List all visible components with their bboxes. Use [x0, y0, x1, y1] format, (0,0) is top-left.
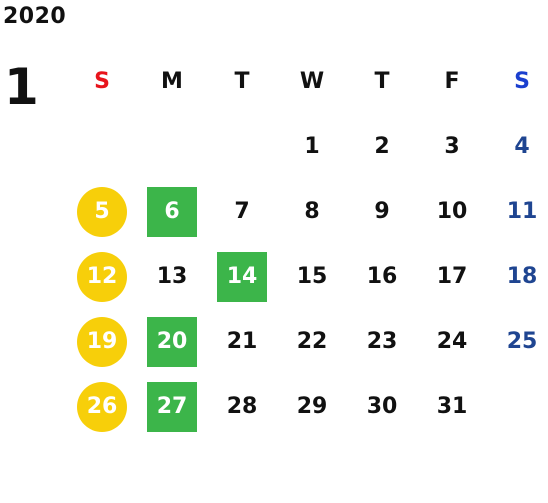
weekday-header: T — [234, 69, 250, 94]
day-number: 22 — [296, 329, 328, 354]
year-label: 2020 — [3, 4, 67, 29]
day-cell: 24 — [417, 309, 487, 374]
highlighted-day: 6 — [147, 186, 197, 237]
circled-day: 12 — [77, 251, 127, 302]
day-cell: 2 — [347, 114, 417, 179]
day-cell: 27 — [137, 374, 207, 439]
day-cell: 30 — [347, 374, 417, 439]
day-number: 7 — [234, 199, 250, 224]
day-cell: 23 — [347, 309, 417, 374]
day-number: 30 — [366, 394, 398, 419]
day-number: 16 — [366, 264, 398, 289]
day-cell: 31 — [417, 374, 487, 439]
empty-day-cell — [487, 374, 548, 439]
weekday-header: F — [444, 69, 460, 94]
day-cell: 15 — [277, 244, 347, 309]
day-number: 10 — [436, 199, 468, 224]
day-number: 11 — [506, 199, 538, 224]
day-number: 21 — [226, 329, 258, 354]
day-number: 13 — [156, 264, 188, 289]
day-cell: 11 — [487, 179, 548, 244]
empty-day-cell — [67, 114, 137, 179]
day-cell: 20 — [137, 309, 207, 374]
day-number: 28 — [226, 394, 258, 419]
day-cell: 17 — [417, 244, 487, 309]
day-cell: 29 — [277, 374, 347, 439]
day-number: 15 — [296, 264, 328, 289]
day-number: 9 — [374, 199, 390, 224]
day-cell: 22 — [277, 309, 347, 374]
day-number: 3 — [444, 134, 460, 159]
weekday-header: W — [299, 69, 325, 94]
day-cell: 28 — [207, 374, 277, 439]
day-cell: 19 — [67, 309, 137, 374]
day-cell: 8 — [277, 179, 347, 244]
day-number: 25 — [506, 329, 538, 354]
day-number: 29 — [296, 394, 328, 419]
day-cell: 12 — [67, 244, 137, 309]
circled-day: 19 — [77, 316, 127, 367]
day-cell: 6 — [137, 179, 207, 244]
day-number: 18 — [506, 264, 538, 289]
day-cell: 14 — [207, 244, 277, 309]
day-cell: 5 — [67, 179, 137, 244]
highlighted-day: 20 — [147, 316, 197, 367]
weekday-header: M — [161, 69, 183, 94]
day-cell: 4 — [487, 114, 548, 179]
day-cell: 16 — [347, 244, 417, 309]
highlighted-day: 27 — [147, 381, 197, 432]
day-cell: 3 — [417, 114, 487, 179]
weekday-header: S — [94, 69, 110, 94]
day-cell: 26 — [67, 374, 137, 439]
circled-day: 5 — [77, 186, 127, 237]
day-cell: 7 — [207, 179, 277, 244]
day-number: 1 — [304, 134, 320, 159]
circled-day: 26 — [77, 381, 127, 432]
day-number: 2 — [374, 134, 390, 159]
day-number: 23 — [366, 329, 398, 354]
day-cell: 18 — [487, 244, 548, 309]
day-number: 24 — [436, 329, 468, 354]
day-cell: 9 — [347, 179, 417, 244]
day-number: 31 — [436, 394, 468, 419]
day-number: 17 — [436, 264, 468, 289]
empty-day-cell — [137, 114, 207, 179]
day-cell: 25 — [487, 309, 548, 374]
weekday-header: T — [374, 69, 390, 94]
empty-day-cell — [207, 114, 277, 179]
day-cell: 10 — [417, 179, 487, 244]
day-cell: 1 — [277, 114, 347, 179]
day-cell: 13 — [137, 244, 207, 309]
highlighted-day: 14 — [217, 251, 267, 302]
day-number: 8 — [304, 199, 320, 224]
day-cell: 21 — [207, 309, 277, 374]
day-number: 4 — [514, 134, 530, 159]
weekday-header: S — [514, 69, 530, 94]
month-number: 1 — [4, 58, 39, 116]
